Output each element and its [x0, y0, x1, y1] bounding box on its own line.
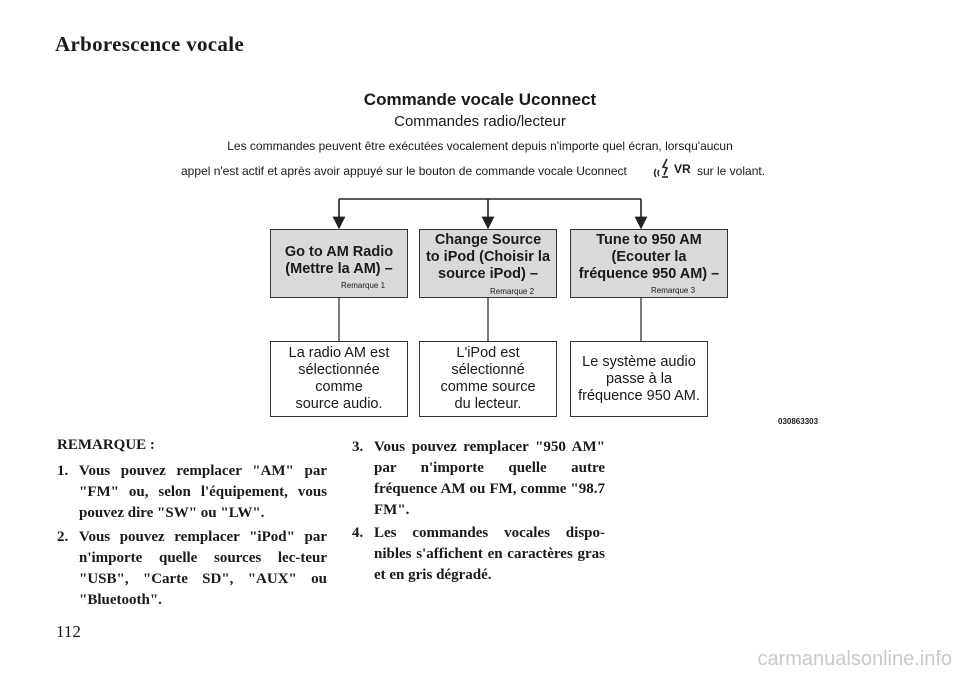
- remark-number: 3.: [352, 439, 364, 455]
- command-box-am-radio: Go to AM Radio (Mettre la AM) – Remarque…: [270, 229, 408, 298]
- diagram-description-line2: appel n'est actif et après avoir appuyé …: [181, 164, 627, 178]
- result-line: L'iPod est: [456, 345, 520, 361]
- command-line: (Ecouter la: [611, 249, 687, 265]
- command-line: Change Source: [434, 232, 542, 248]
- result-line: comme: [315, 379, 363, 395]
- command-line: (Mettre la AM) –: [285, 261, 393, 277]
- remark-item-2: 2. Vous pouvez remplacer "iPod" par n'im…: [57, 527, 327, 611]
- remark-ref: Remarque 3: [651, 286, 696, 295]
- result-line: source audio.: [295, 396, 383, 412]
- remark-number: 4.: [352, 525, 364, 541]
- diagram-description-line1: Les commandes peuvent être exécutées voc…: [227, 139, 733, 153]
- result-box-tune-950: Le système audio passe à la fréquence 95…: [570, 341, 708, 417]
- command-box-tune-950: Tune to 950 AM (Ecouter la fréquence 950…: [570, 229, 728, 298]
- figure-id: 030863303: [778, 417, 819, 426]
- diagram-title: Commande vocale Uconnect: [363, 90, 597, 109]
- remark-item-1: 1. Vous pouvez remplacer "AM" par "FM" o…: [57, 461, 327, 524]
- remark-ref: Remarque 1: [341, 281, 386, 290]
- command-line: Go to AM Radio: [284, 244, 394, 260]
- result-box-am-radio: La radio AM est sélectionnée comme sourc…: [270, 341, 408, 417]
- remark-text: Les commandes vocales dispo-nibles s'aff…: [374, 525, 605, 583]
- remark-number: 2.: [57, 529, 69, 545]
- remark-number: 1.: [57, 463, 69, 479]
- result-line: La radio AM est: [288, 345, 390, 361]
- result-line: comme source: [440, 379, 536, 395]
- voice-command-icon: [653, 158, 669, 178]
- page-number: 112: [56, 622, 81, 641]
- remark-text: Vous pouvez remplacer "950 AM" par n'imp…: [374, 439, 605, 518]
- watermark: carmanualsonline.info: [757, 648, 952, 670]
- result-line: passe à la: [605, 370, 673, 387]
- command-line: Tune to 950 AM: [596, 232, 702, 248]
- remark-ref: Remarque 2: [490, 287, 535, 296]
- result-line: Le système audio: [582, 353, 696, 370]
- result-box-ipod: L'iPod est sélectionné comme source du l…: [419, 341, 557, 417]
- result-line: du lecteur.: [454, 396, 522, 412]
- command-box-ipod: Change Source to iPod (Choisir la source…: [419, 229, 557, 298]
- command-line: fréquence 950 AM) –: [578, 266, 720, 282]
- remark-text: Vous pouvez remplacer "iPod" par n'impor…: [79, 529, 327, 608]
- diagram-description-line2-end: sur le volant.: [697, 164, 766, 178]
- remarks-heading: REMARQUE :: [57, 437, 155, 453]
- command-line: source iPod) –: [438, 266, 538, 282]
- result-line: fréquence 950 AM.: [578, 387, 700, 404]
- vr-label: VR: [674, 162, 691, 176]
- result-line: sélectionnée: [298, 362, 380, 378]
- remark-item-4: 4. Les commandes vocales dispo-nibles s'…: [352, 523, 605, 586]
- remark-item-3: 3. Vous pouvez remplacer "950 AM" par n'…: [352, 437, 605, 521]
- command-line: to iPod (Choisir la: [425, 249, 551, 265]
- diagram-subtitle: Commandes radio/lecteur: [394, 113, 566, 130]
- result-line: sélectionné: [451, 362, 525, 378]
- remark-text: Vous pouvez remplacer "AM" par "FM" ou, …: [79, 463, 327, 521]
- page-heading: Arborescence vocale: [55, 32, 244, 56]
